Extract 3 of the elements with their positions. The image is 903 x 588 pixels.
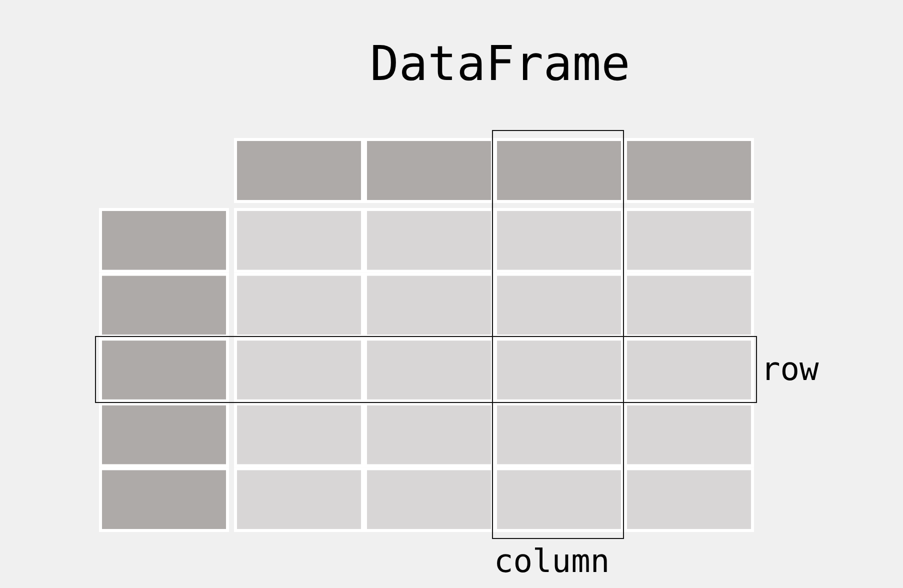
column-label: column [494,545,610,577]
row-label: row [761,353,819,385]
diagram-title: DataFrame [370,40,630,88]
